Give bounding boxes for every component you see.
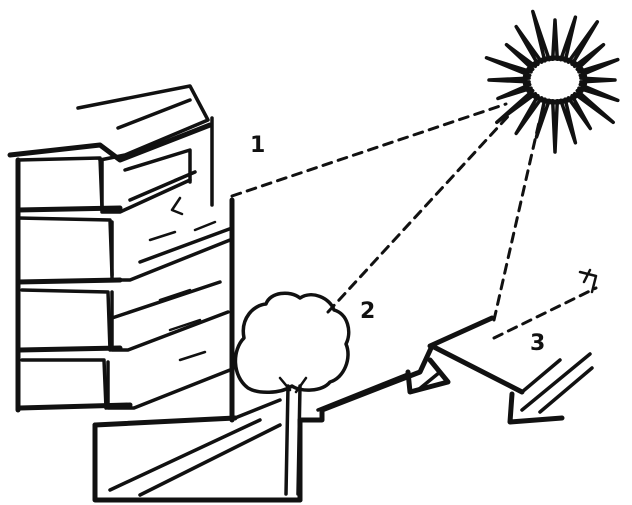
radiation-paths xyxy=(232,104,596,338)
terrace xyxy=(300,318,592,500)
ray-direct xyxy=(232,104,506,196)
reflected-arrowhead xyxy=(580,270,596,292)
sun-ray xyxy=(553,20,558,59)
ray-ground xyxy=(494,118,540,320)
label-3: 3 xyxy=(530,331,545,356)
ray-tree xyxy=(328,112,512,312)
sun-icon xyxy=(487,12,618,153)
sun-ray xyxy=(581,78,615,82)
sun-ray xyxy=(489,78,529,82)
tree-icon xyxy=(235,293,348,494)
label-1: 1 xyxy=(250,133,265,158)
label-2: 2 xyxy=(360,299,375,324)
sun-ray xyxy=(553,101,558,152)
